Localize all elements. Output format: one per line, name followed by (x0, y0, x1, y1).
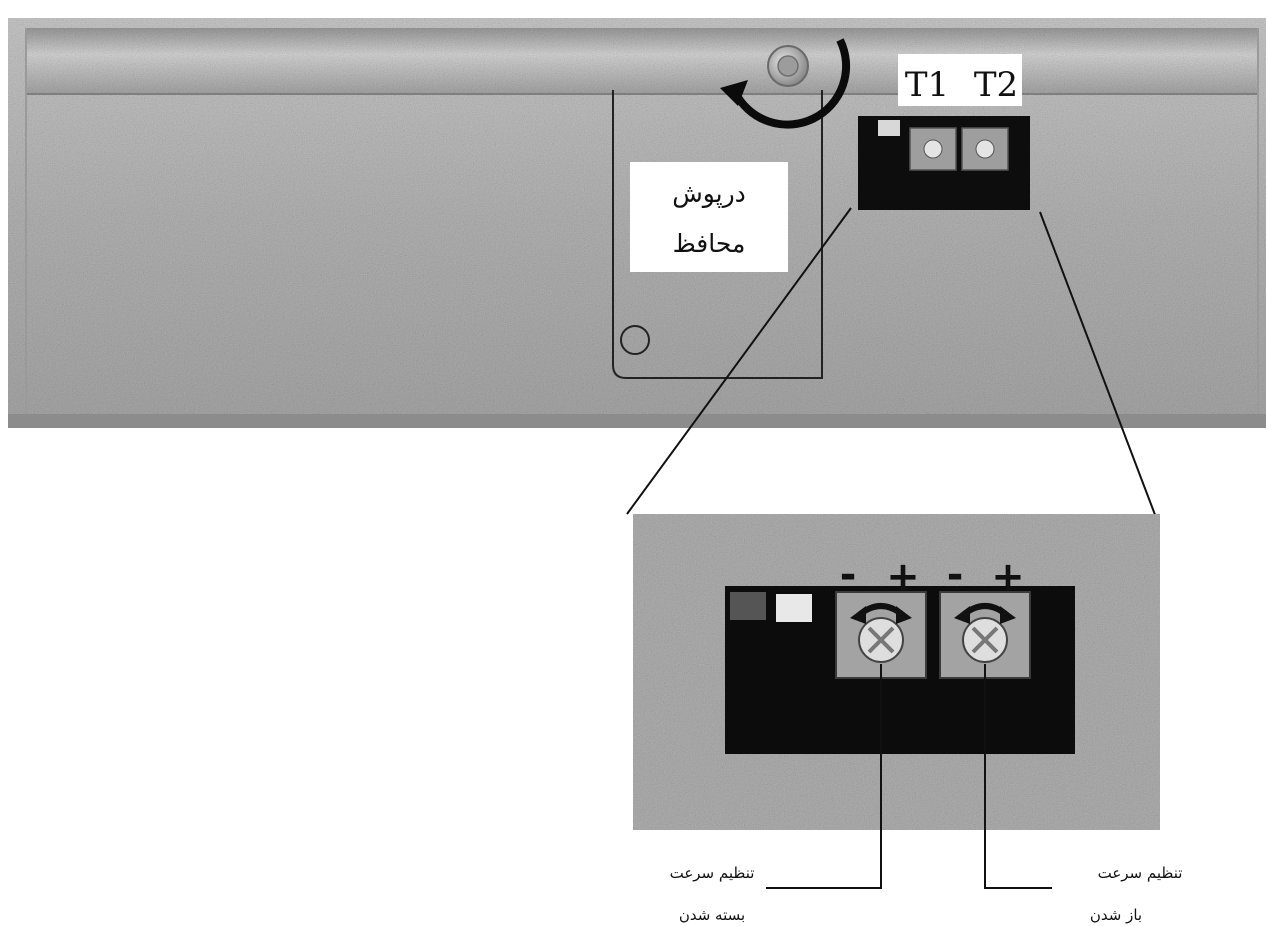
right-plus-sign: + (991, 554, 1025, 600)
label-t2: T2 (974, 65, 1018, 105)
potentiometer-labels: T1 T2 (898, 54, 1022, 106)
cover-label-line1: درپوش (672, 179, 746, 208)
zoomed-detail: - + - + (633, 514, 1160, 830)
top-lip (26, 28, 1258, 94)
callout-opening-line2: باز شدن (1090, 906, 1142, 924)
callout-closing-line2: بسته شدن (679, 906, 745, 924)
right-minus-sign: - (947, 552, 964, 598)
trimmer-window (858, 116, 1030, 210)
left-minus-sign: - (840, 552, 857, 598)
label-t1: T1 (905, 65, 949, 105)
bottom-edge (8, 414, 1266, 428)
callout-closing-line1: تنظیم سرعت (670, 864, 755, 882)
cover-label-line2: محافظ (673, 229, 746, 258)
left-plus-sign: + (886, 554, 920, 600)
callout-opening-line1: تنظیم سرعت (1098, 864, 1183, 882)
